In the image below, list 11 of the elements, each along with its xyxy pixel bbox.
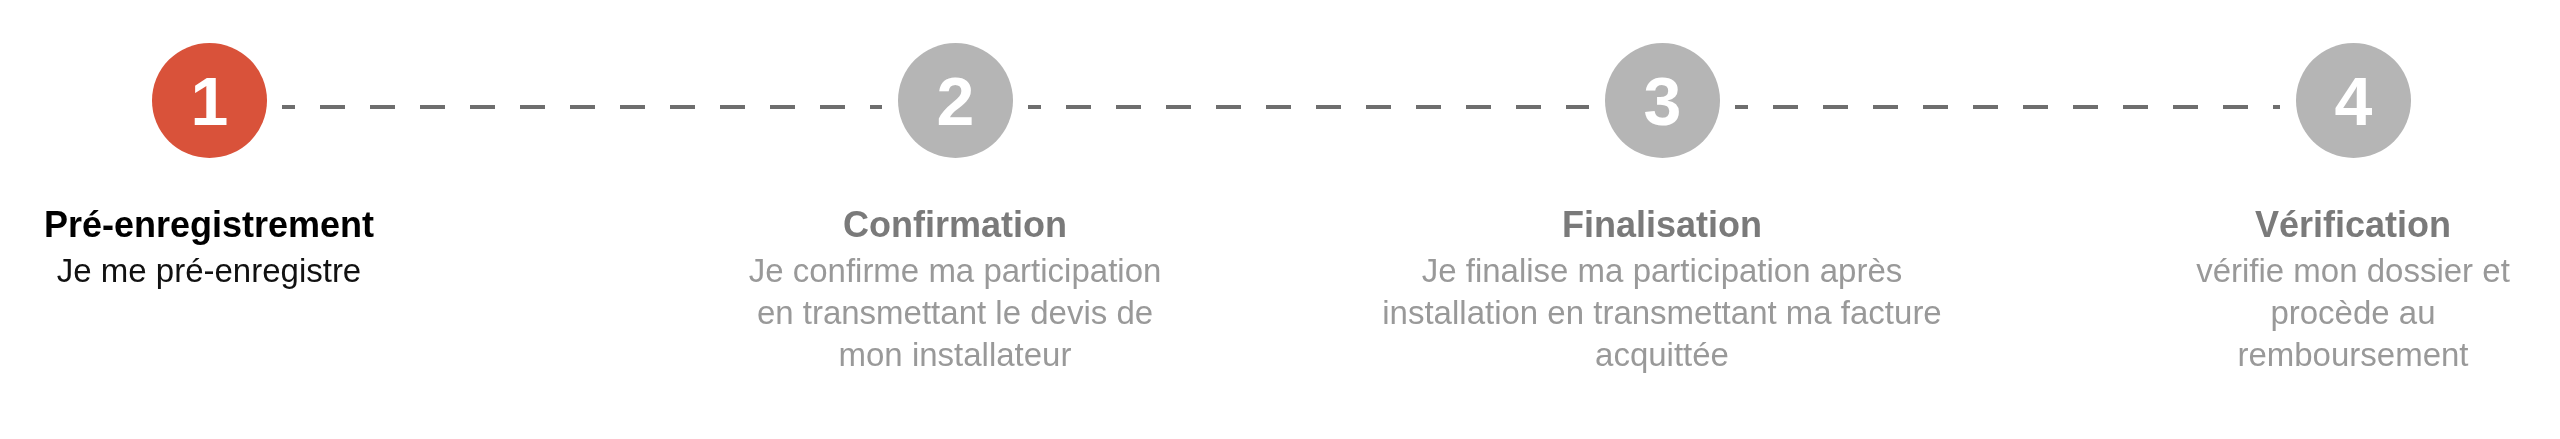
dashed-connector (1735, 105, 2280, 109)
dashed-connector (282, 105, 882, 109)
step-title: Pré-enregistrement (43, 203, 375, 247)
step-description: Je me pré-enregistre (56, 251, 362, 291)
step-title: Finalisation (1562, 203, 1762, 247)
step-title: Vérification (2254, 203, 2452, 247)
dashed-connector (1028, 105, 1589, 109)
step-description: Je finalise ma participation après installation en transmettant ma facture acquittée (1381, 251, 1943, 375)
step-description: vérifie mon dossier et procède au remboursement (2195, 251, 2511, 375)
step-title: Confirmation (843, 203, 1067, 247)
step-description: Je confirme ma participation en transmettant le devis de mon installateur (747, 251, 1163, 375)
